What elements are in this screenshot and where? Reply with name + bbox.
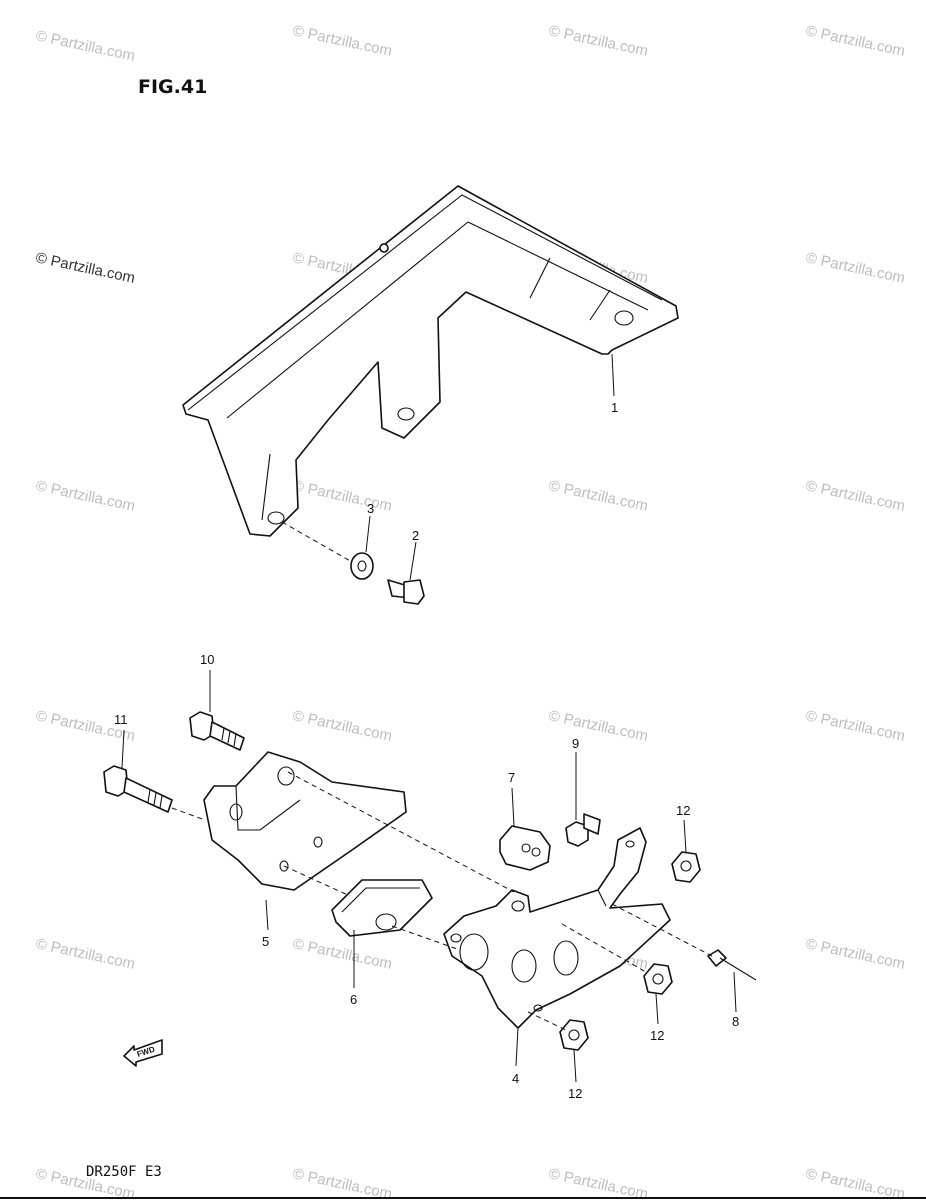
part-12-nut-upper bbox=[671, 851, 701, 883]
watermark: © Partzilla.com bbox=[34, 249, 136, 287]
watermark: © Partzilla.com bbox=[34, 477, 136, 515]
callout-2: 2 bbox=[412, 528, 419, 543]
watermark: © Partzilla.com bbox=[804, 477, 906, 515]
callout-4: 4 bbox=[512, 1071, 519, 1086]
callout-6: 6 bbox=[350, 992, 357, 1007]
watermark: © Partzilla.com bbox=[34, 935, 136, 973]
watermark: © Partzilla.com bbox=[34, 27, 136, 65]
watermark: © Partzilla.com bbox=[291, 707, 393, 745]
callout-10: 10 bbox=[200, 652, 214, 667]
forward-arrow-icon: FWD bbox=[123, 1039, 163, 1067]
watermark: © Partzilla.com bbox=[547, 477, 649, 515]
watermark: © Partzilla.com bbox=[547, 22, 649, 60]
watermark: © Partzilla.com bbox=[291, 22, 393, 60]
part-4-bracket bbox=[443, 827, 671, 1029]
callout-5: 5 bbox=[262, 934, 269, 949]
callout-12-middle: 12 bbox=[650, 1028, 664, 1043]
part-3-washer bbox=[350, 552, 374, 580]
watermark: © Partzilla.com bbox=[804, 707, 906, 745]
callout-3: 3 bbox=[367, 501, 374, 516]
part-5-slider bbox=[203, 751, 407, 891]
model-code: DR250F E3 bbox=[86, 1164, 162, 1180]
part-6-rubber-block bbox=[331, 879, 433, 937]
figure-title: FIG.41 bbox=[138, 76, 207, 98]
watermark: © Partzilla.com bbox=[291, 935, 393, 973]
part-8-pin bbox=[707, 949, 757, 981]
leader-lines bbox=[121, 353, 737, 1083]
callout-8: 8 bbox=[732, 1014, 739, 1029]
part-12-nut-middle bbox=[643, 963, 673, 995]
alignment-lines-lower bbox=[283, 771, 713, 1031]
callout-12-lower: 12 bbox=[568, 1086, 582, 1101]
callout-7: 7 bbox=[508, 770, 515, 785]
callout-11: 11 bbox=[114, 712, 128, 727]
part-11-bolt bbox=[103, 765, 173, 813]
watermark: © Partzilla.com bbox=[804, 249, 906, 287]
alignment-line bbox=[171, 807, 206, 821]
callout-labels: 1 2 3 4 5 6 7 8 9 10 11 12 12 12 bbox=[114, 400, 739, 1101]
part-1-chain-cover bbox=[182, 185, 679, 537]
watermark: © Partzilla.com bbox=[547, 1165, 649, 1200]
part-7-spacer bbox=[499, 825, 551, 871]
watermark: © Partzilla.com bbox=[804, 1165, 906, 1200]
part-9-screw bbox=[565, 813, 601, 847]
alignment-line bbox=[281, 521, 353, 563]
part-12-nut-lower bbox=[559, 1019, 589, 1051]
watermark: © Partzilla.com bbox=[291, 1165, 393, 1200]
part-10-bolt bbox=[189, 711, 245, 751]
callout-1: 1 bbox=[611, 400, 618, 415]
watermark: © Partzilla.com bbox=[291, 477, 393, 515]
watermark: © Partzilla.com bbox=[804, 22, 906, 60]
callout-12-upper: 12 bbox=[676, 803, 690, 818]
watermark: © Partzilla.com bbox=[804, 935, 906, 973]
watermark: © Partzilla.com bbox=[547, 707, 649, 745]
callout-9: 9 bbox=[572, 736, 579, 751]
part-2-bolt bbox=[387, 579, 425, 605]
